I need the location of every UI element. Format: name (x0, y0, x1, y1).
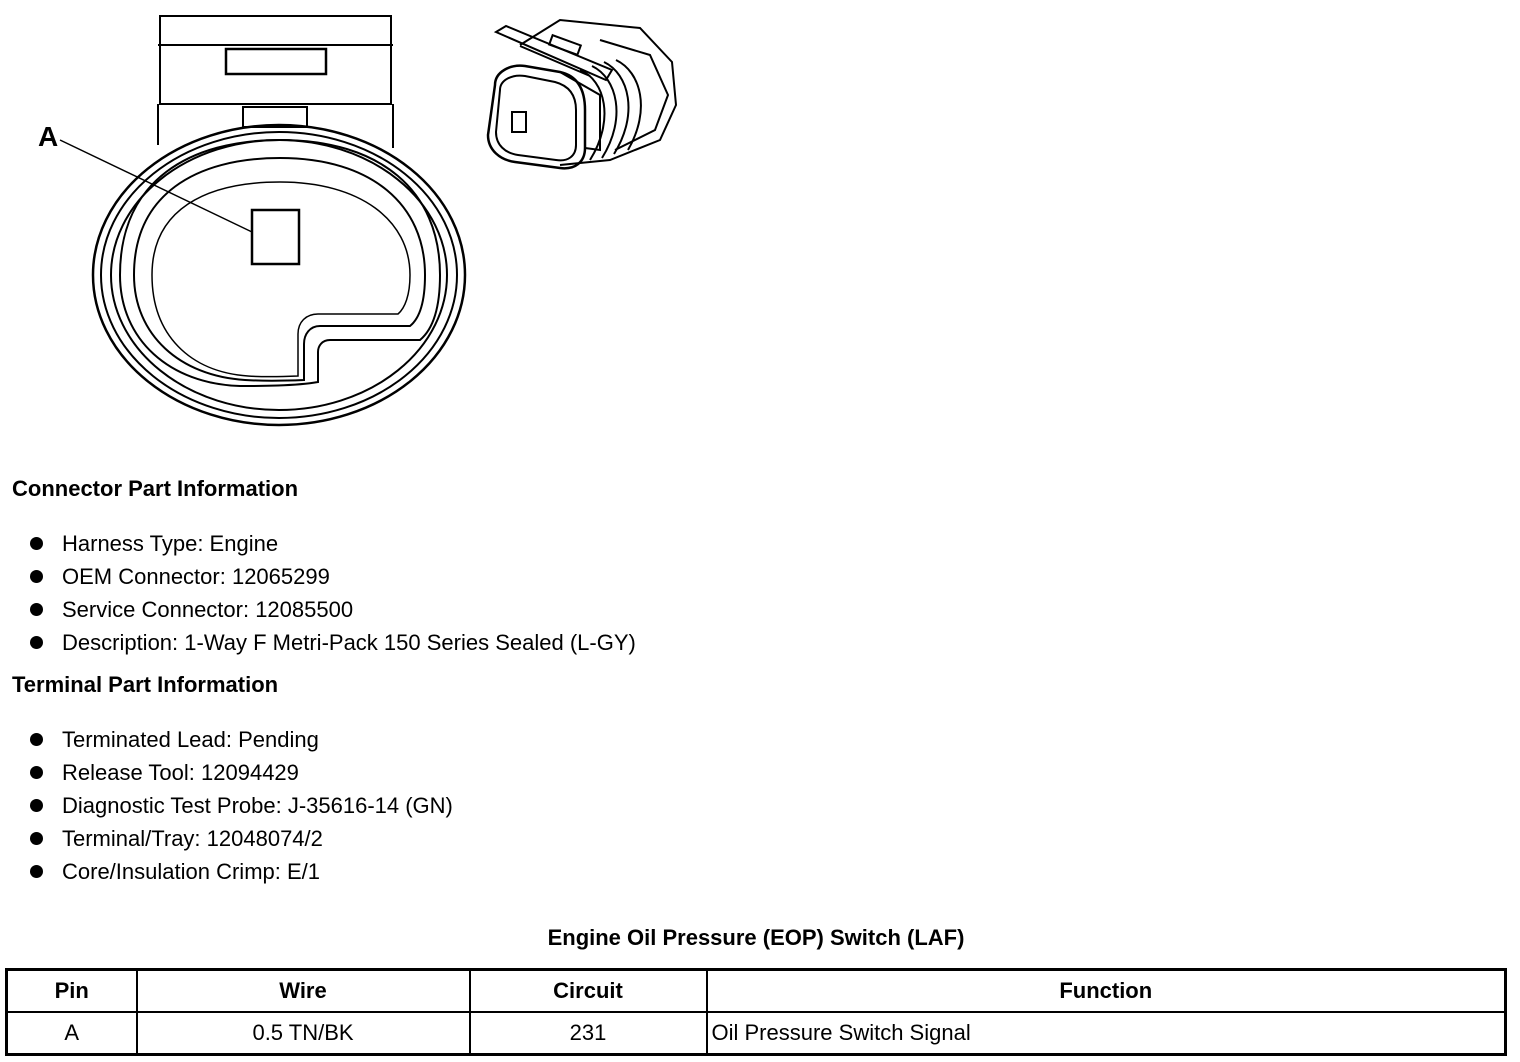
pin-table-title: Engine Oil Pressure (EOP) Switch (LAF) (547, 925, 965, 950)
table-row: A 0.5 TN/BK 231 Oil Pressure Switch Sign… (5, 1011, 1507, 1056)
list-item: Terminal/Tray: 12048074/2 (0, 822, 453, 855)
oem-connector-text: OEM Connector: 12065299 (62, 564, 330, 589)
test-probe-text: Diagnostic Test Probe: J-35616-14 (GN) (62, 793, 453, 818)
cell-function: Oil Pressure Switch Signal (705, 1011, 1507, 1056)
list-item: Terminated Lead: Pending (0, 723, 453, 756)
description-text: Description: 1-Way F Metri-Pack 150 Seri… (62, 630, 636, 655)
header-circuit: Circuit (468, 968, 708, 1013)
connector-isometric-view (486, 18, 678, 170)
pin-table: Pin Wire Circuit Function A 0.5 TN/BK 23… (5, 968, 1507, 1056)
terminal-tray-text: Terminal/Tray: 12048074/2 (62, 826, 323, 851)
connector-part-info-heading: Connector Part Information (12, 476, 299, 501)
bullet-icon (30, 537, 43, 550)
harness-type-text: Harness Type: Engine (62, 531, 279, 556)
terminated-lead-text: Terminated Lead: Pending (62, 727, 319, 752)
bullet-icon (30, 570, 43, 583)
cell-pin: A (5, 1011, 138, 1056)
bullet-icon (30, 603, 43, 616)
table-header-row: Pin Wire Circuit Function (5, 968, 1507, 1013)
bullet-icon (30, 733, 43, 746)
list-item: OEM Connector: 12065299 (0, 560, 636, 593)
terminal-part-info-heading: Terminal Part Information (12, 672, 279, 697)
list-item: Harness Type: Engine (0, 527, 636, 560)
bullet-icon (30, 766, 43, 779)
list-item: Diagnostic Test Probe: J-35616-14 (GN) (0, 789, 453, 822)
terminal-part-info-list: Terminated Lead: Pending Release Tool: 1… (0, 723, 453, 888)
header-wire: Wire (135, 968, 471, 1013)
callout-label-a: A (38, 121, 58, 152)
bullet-icon (30, 636, 43, 649)
list-item: Core/Insulation Crimp: E/1 (0, 855, 453, 888)
release-tool-text: Release Tool: 12094429 (62, 760, 299, 785)
cell-circuit: 231 (468, 1011, 708, 1056)
connector-part-info-list: Harness Type: Engine OEM Connector: 1206… (0, 527, 636, 659)
header-function: Function (705, 968, 1507, 1013)
bullet-icon (30, 832, 43, 845)
list-item: Description: 1-Way F Metri-Pack 150 Seri… (0, 626, 636, 659)
header-pin: Pin (5, 968, 138, 1013)
connector-diagram: A (38, 15, 678, 427)
connector-face-view (59, 15, 467, 427)
crimp-text: Core/Insulation Crimp: E/1 (62, 859, 320, 884)
list-item: Service Connector: 12085500 (0, 593, 636, 626)
cell-wire: 0.5 TN/BK (135, 1011, 471, 1056)
bullet-icon (30, 799, 43, 812)
list-item: Release Tool: 12094429 (0, 756, 453, 789)
service-connector-text: Service Connector: 12085500 (62, 597, 354, 622)
bullet-icon (30, 865, 43, 878)
